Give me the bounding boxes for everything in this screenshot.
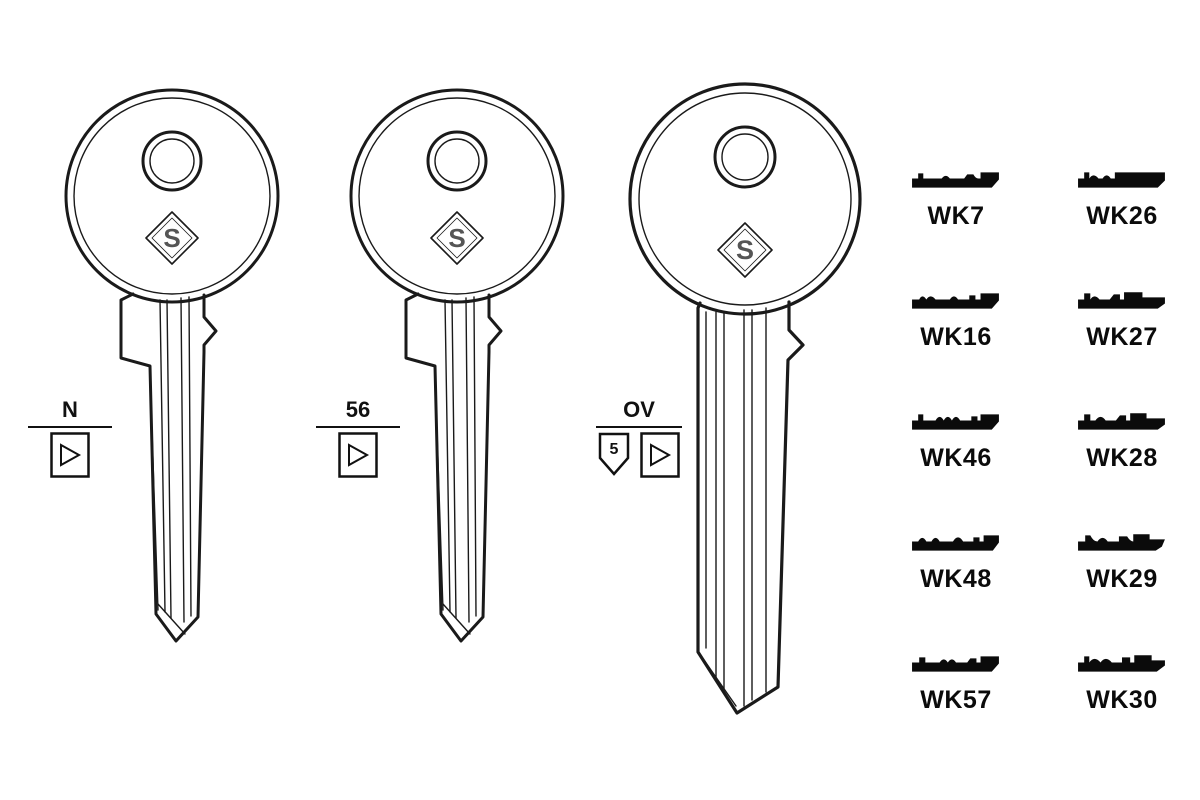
key-blank-ov-drawing: S [628, 82, 862, 715]
key-bitting-silhouette [1078, 413, 1165, 430]
profile-item-wk57: WK57 [910, 650, 1002, 715]
key-blade-outline [696, 300, 805, 715]
key-blade-grooves [149, 296, 192, 635]
profile-label: WK26 [1086, 202, 1158, 230]
key-hole-outline [713, 125, 777, 189]
silca-s-glyph: S [163, 223, 180, 253]
key-spec-label: N [28, 394, 112, 428]
profile-label: WK16 [920, 323, 992, 351]
key-bitting-silhouette [1078, 172, 1165, 188]
key-head-inner-line [73, 97, 271, 295]
profiles-column-2: WK26 WK27 WK28 WK29 WK30 [1066, 166, 1178, 771]
key-blank-56-drawing [349, 88, 565, 643]
key-blade-outline [119, 292, 218, 643]
flag-triangle-icon [50, 432, 90, 478]
key-head-outline [64, 88, 280, 304]
profiles-column-1: WK7 WK16 WK46 WK48 WK57 [900, 166, 1012, 771]
key-hole-inner-line [721, 133, 769, 181]
profile-item-wk29: WK29 [1076, 529, 1168, 594]
key-bitting-silhouette [912, 414, 999, 430]
profile-item-wk48: WK48 [910, 529, 1002, 594]
key-bitting-silhouette [912, 293, 999, 309]
profile-label: WK28 [1086, 444, 1158, 472]
key-hole-inner-line [149, 138, 195, 184]
key-spec-n: N [28, 394, 112, 478]
flag-triangle-icon [338, 432, 378, 478]
key-bitting-silhouette [1078, 292, 1165, 309]
key-head-outline [628, 82, 862, 316]
profile-item-wk16: WK16 [910, 287, 1002, 352]
profile-item-wk26: WK26 [1076, 166, 1168, 231]
key-blade-grooves [703, 307, 767, 707]
key-spec-symbols [28, 428, 112, 478]
profile-label: WK30 [1086, 686, 1158, 714]
key-bitting-silhouette [1078, 655, 1165, 672]
key-bitting-silhouette [912, 656, 999, 672]
shield-5-icon: 5 [598, 432, 630, 476]
shield-number: 5 [610, 441, 619, 458]
profile-label: WK46 [920, 444, 992, 472]
profile-item-wk46: WK46 [910, 408, 1002, 473]
profile-item-wk30: WK30 [1076, 650, 1168, 715]
key-bitting-silhouette [912, 535, 999, 551]
flag-triangle-icon [640, 432, 680, 478]
profile-label: WK27 [1086, 323, 1158, 351]
silca-s-glyph: S [736, 235, 754, 265]
key-bitting-silhouette [1078, 534, 1165, 551]
key-spec-56: 56 [316, 394, 400, 478]
key-spec-label: OV [596, 394, 682, 428]
silca-logo-icon: S [717, 222, 773, 278]
profile-item-wk27: WK27 [1076, 287, 1168, 352]
key-hole-outline [141, 130, 203, 192]
profile-item-wk28: WK28 [1076, 408, 1168, 473]
profile-label: WK7 [927, 202, 985, 230]
profile-label: WK29 [1086, 565, 1158, 593]
profile-item-wk7: WK7 [910, 166, 1002, 231]
key-blank-n-drawing: S [64, 88, 280, 643]
profile-label: WK48 [920, 565, 992, 593]
key-spec-symbols [316, 428, 400, 478]
profile-label: WK57 [920, 686, 992, 714]
key-spec-label: 56 [316, 394, 400, 428]
key-bitting-silhouette [912, 172, 999, 188]
key-spec-symbols: 5 [596, 428, 682, 478]
key-spec-ov: OV 5 [596, 394, 682, 478]
key-head-inner-line [638, 92, 852, 306]
silca-logo-icon: S [145, 211, 199, 265]
